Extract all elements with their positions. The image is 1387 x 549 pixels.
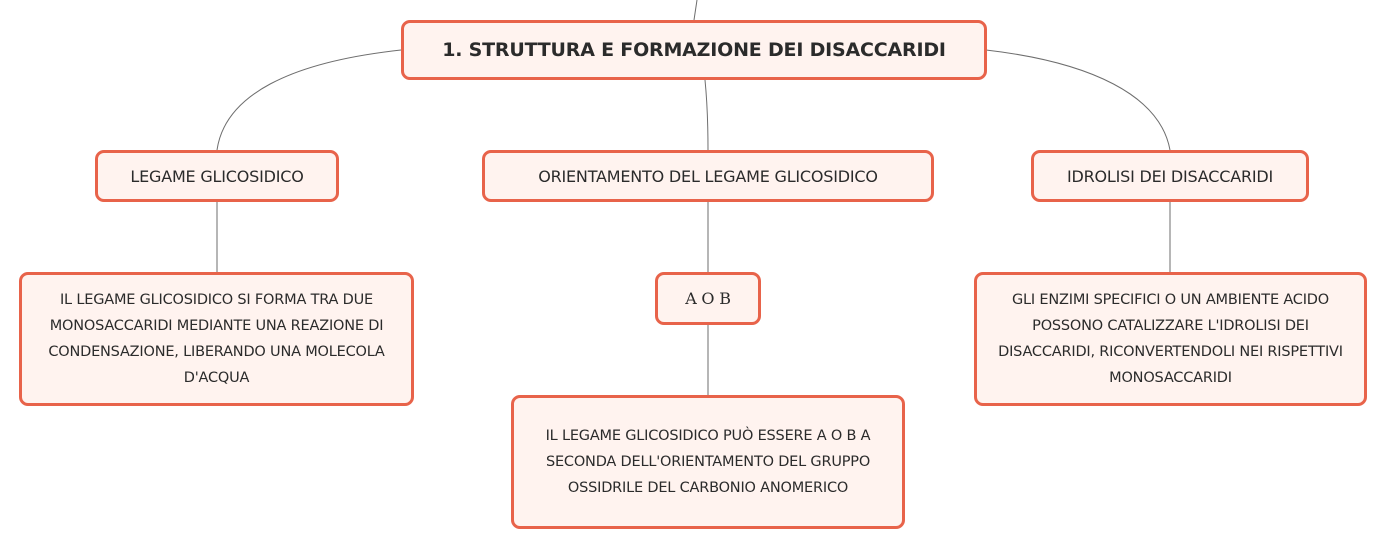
root-node[interactable]: 1. STRUTTURA E FORMAZIONE DEI DISACCARID…	[401, 20, 987, 80]
connector-root-idrolisi	[985, 49, 1171, 151]
topic-node-legame-glicosidico[interactable]: LEGAME GLICOSIDICO	[95, 150, 339, 202]
detail-node-text: IL LEGAME GLICOSIDICO SI FORMA TRA DUE M…	[48, 292, 385, 386]
topic-node-label: LEGAME GLICOSIDICO	[130, 166, 304, 186]
topic-node-idrolisi[interactable]: IDROLISI DEI DISACCARIDI	[1031, 150, 1309, 202]
topic-node-orientamento[interactable]: ORIENTAMENTO DEL LEGAME GLICOSIDICO	[482, 150, 934, 202]
detail-node-orientamento[interactable]: IL LEGAME GLICOSIDICO PUÒ ESSERE Α O Β A…	[511, 395, 905, 529]
subtopic-node-label: Α O Β	[685, 289, 731, 308]
connector-root-orientamento	[704, 79, 709, 151]
detail-node-legame-glicosidico[interactable]: IL LEGAME GLICOSIDICO SI FORMA TRA DUE M…	[19, 272, 414, 406]
connector-root-legame	[216, 49, 402, 151]
detail-node-text: GLI ENZIMI SPECIFICI O UN AMBIENTE ACIDO…	[998, 292, 1343, 386]
topic-node-label: ORIENTAMENTO DEL LEGAME GLICOSIDICO	[538, 166, 878, 186]
root-node-label: 1. STRUTTURA E FORMAZIONE DEI DISACCARID…	[442, 39, 946, 61]
connector-parent-root	[693, 0, 698, 21]
subtopic-node-alpha-beta[interactable]: Α O Β	[655, 272, 761, 325]
detail-node-idrolisi[interactable]: GLI ENZIMI SPECIFICI O UN AMBIENTE ACIDO…	[974, 272, 1367, 406]
detail-node-text: IL LEGAME GLICOSIDICO PUÒ ESSERE Α O Β A…	[545, 428, 871, 496]
topic-node-label: IDROLISI DEI DISACCARIDI	[1066, 166, 1274, 186]
